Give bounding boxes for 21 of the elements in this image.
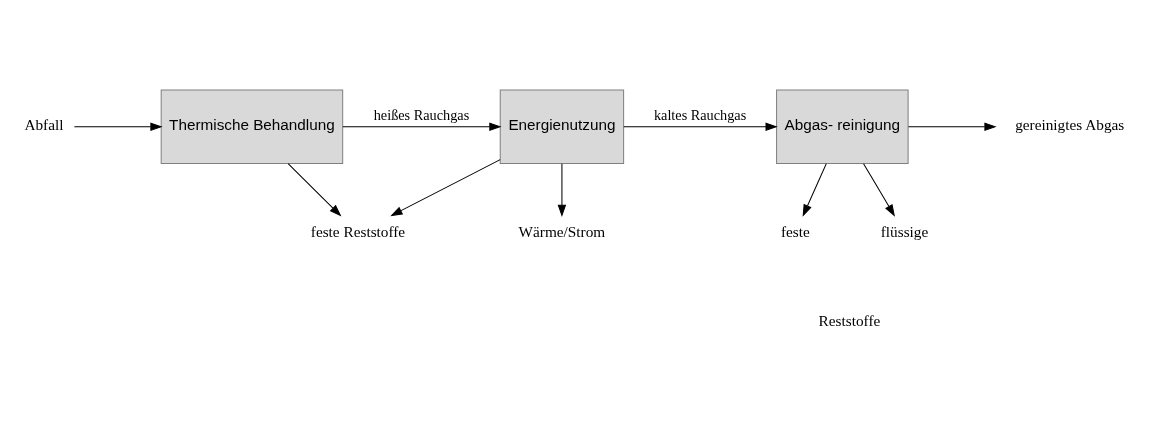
arrow [623, 122, 778, 132]
arrow [908, 122, 997, 132]
arrow [73, 122, 163, 132]
arrow [557, 163, 567, 217]
arrow [342, 122, 502, 132]
arrow [390, 159, 501, 217]
edge-label: heißes Rauchgas [373, 106, 470, 123]
node-text: flüssige [880, 223, 929, 241]
node-box: Thermische Behandlung [160, 89, 344, 164]
node-text: feste [781, 223, 810, 241]
edge-label: kaltes Rauchgas [653, 106, 747, 123]
node-text: gereinigtes Abgas [1015, 116, 1125, 134]
node-text: Wärme/Strom [518, 223, 606, 241]
node-text: feste Reststoffe [310, 223, 406, 241]
node-box: Energienutzung [499, 89, 625, 164]
label: Reststoffe [818, 312, 881, 330]
arrow [802, 163, 827, 217]
node-text: Abfall [24, 116, 64, 134]
arrow [863, 163, 895, 217]
arrow [287, 163, 342, 217]
node-box: Abgas- reinigung [776, 89, 909, 164]
